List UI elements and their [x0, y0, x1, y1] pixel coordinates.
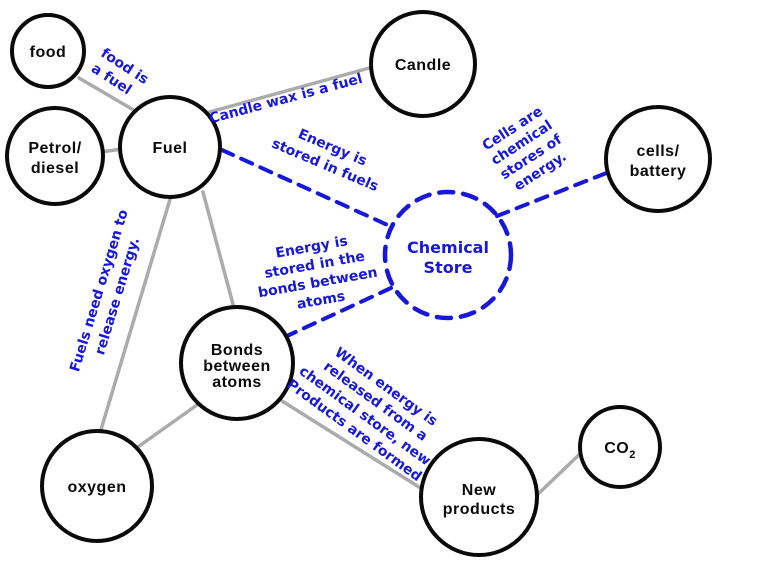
energy-edges [220, 148, 611, 338]
label-food-is-a-fuel: food is a fuel [88, 45, 151, 98]
node-co2: CO2 [578, 405, 662, 489]
co2-main: CO [604, 440, 629, 457]
node-candle-label: Candle [395, 57, 451, 74]
connector-edges [77, 65, 586, 499]
node-fuel-label: Fuel [153, 140, 188, 157]
node-cells-battery-label-line2: battery [630, 163, 687, 180]
node-oxygen-circle [40, 429, 154, 543]
label-cells-are-chemical-stores: Cells are chemical stores of energy. [480, 103, 570, 194]
node-chemical-store-circle [382, 189, 514, 321]
edge-oxygen-bonds [133, 403, 199, 451]
node-food-circle [10, 13, 86, 89]
edge-bonds-newproducts [280, 399, 429, 494]
node-new-products-label-line1: New [462, 482, 496, 499]
node-oxygen-label: oxygen [67, 479, 126, 496]
co2-subscript: 2 [629, 449, 636, 461]
edge-newproducts-co2 [533, 448, 586, 499]
node-fuel: Fuel [118, 95, 222, 199]
label-candle-wax-line1: Candle wax is a fuel [208, 71, 365, 127]
node-food-label: food [30, 44, 67, 61]
edge-fuel-chemicalstore [220, 148, 394, 229]
node-petrol-diesel-label-line1: Petrol/ [28, 140, 81, 157]
edge-chemicalstore-bonds [285, 286, 393, 338]
node-food: food [10, 13, 86, 89]
node-chemical-store-label-line2: Store [424, 258, 473, 277]
node-new-products-label-line2: products [443, 501, 515, 518]
node-candle: Candle [369, 10, 477, 118]
node-new-products-circle [419, 437, 539, 557]
label-energy-stored-in-fuels: Energy is stored in fuels [269, 126, 380, 195]
node-bonds-between-atoms-circle [179, 305, 295, 421]
node-bonds-label-line3: atoms [212, 374, 262, 391]
node-chemical-store: Chemical Store [382, 189, 514, 321]
node-bonds-label-line2: between [203, 358, 271, 375]
node-petrol-diesel-circle [5, 106, 105, 206]
node-chemical-store-label-line1: Chemical [407, 238, 489, 257]
node-cells-battery: cells/ battery [604, 105, 712, 213]
node-petrol-diesel: Petrol/ diesel [5, 106, 105, 206]
node-fuel-circle [118, 95, 222, 199]
label-energy-stored-in-bonds: Energy is stored in the bonds between at… [257, 233, 379, 313]
node-candle-circle [369, 10, 477, 118]
node-oxygen: oxygen [40, 429, 154, 543]
node-bonds-between-atoms: Bonds between atoms [179, 305, 295, 421]
node-cells-battery-label-line1: cells/ [636, 143, 679, 160]
node-co2-label: CO2 [604, 440, 636, 461]
edge-fuel-bonds [201, 190, 236, 310]
label-fuels-need-oxygen: Fuels need oxygen to release energy. [67, 207, 143, 373]
node-cells-battery-circle [604, 105, 712, 213]
edge-chemicalstore-cells [495, 170, 611, 218]
edge-fuel-candle [204, 65, 375, 115]
label-candle-wax-is-a-fuel: Candle wax is a fuel [208, 71, 365, 127]
node-bonds-label-line1: Bonds [211, 342, 263, 359]
edge-fuel-oxygen [98, 194, 173, 435]
node-co2-circle [578, 405, 662, 489]
node-petrol-diesel-label-line2: diesel [31, 160, 79, 177]
edge-food-fuel [77, 76, 139, 114]
node-new-products: New products [419, 437, 539, 557]
